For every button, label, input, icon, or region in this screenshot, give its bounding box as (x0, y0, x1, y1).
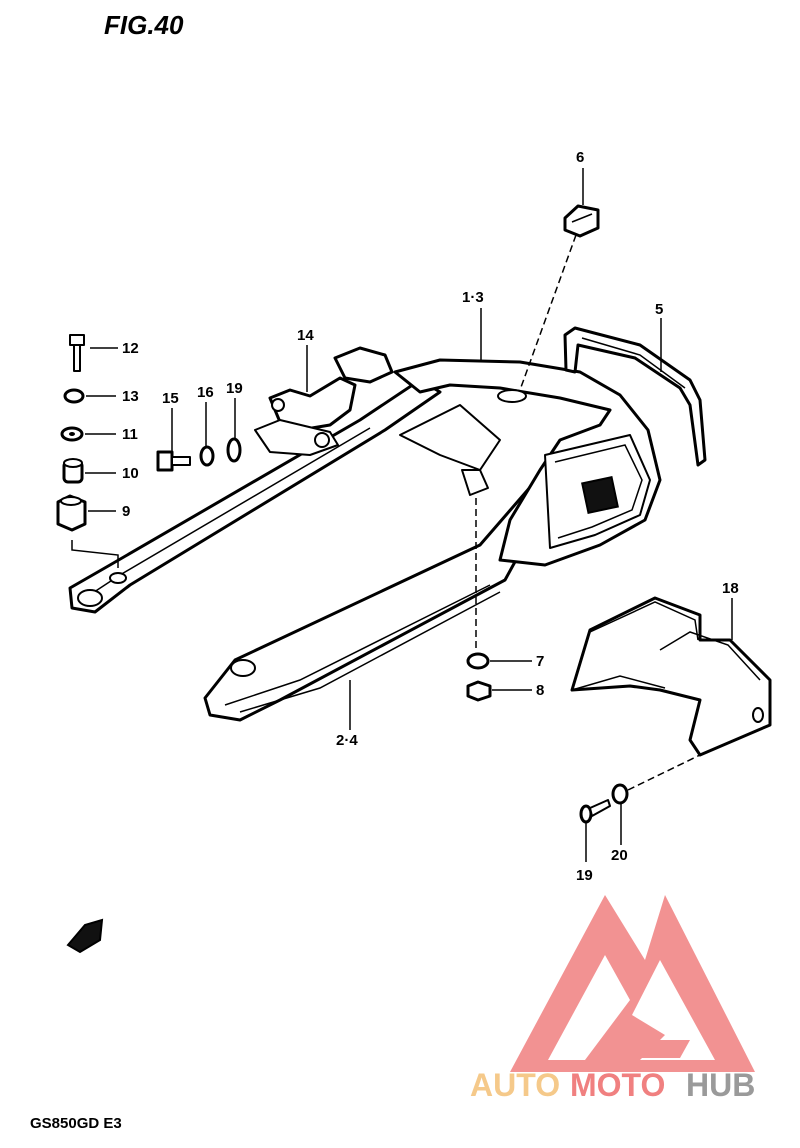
callout-15: 15 (162, 390, 179, 407)
callout-13: 13 (122, 388, 139, 405)
callout-12: 12 (122, 340, 139, 357)
callout-numbers: 6 1·3 5 14 12 13 11 10 9 15 16 19 7 8 2·… (122, 149, 739, 884)
nut-7 (466, 652, 490, 670)
washer-13 (63, 388, 85, 404)
leader-lines (71, 168, 733, 862)
callout-9: 9 (122, 503, 130, 520)
direction-arrow-icon (66, 918, 104, 954)
seat-rail-left-arm (68, 378, 442, 614)
callout-18: 18 (722, 580, 739, 597)
seat-lock-assembly (254, 346, 394, 456)
washer-20 (611, 783, 629, 805)
grab-bar (563, 326, 707, 467)
callout-7: 7 (536, 653, 544, 670)
callout-10: 10 (122, 465, 139, 482)
washer-19-left (226, 437, 242, 463)
screw-19-right (579, 799, 611, 824)
callout-20: 20 (611, 847, 628, 864)
watermark-text: AUTO MOTO HUB (470, 1067, 755, 1103)
watermark-hub: HUB (686, 1067, 755, 1103)
callout-5: 5 (655, 301, 663, 318)
callout-6: 6 (576, 149, 584, 166)
callout-14: 14 (297, 327, 314, 344)
callout-2-4: 2·4 (336, 732, 358, 749)
callout-19-right: 19 (576, 867, 593, 884)
model-code: GS850GD E3 (30, 1115, 122, 1132)
watermark-moto: MOTO (570, 1067, 665, 1103)
callout-1-3: 1·3 (462, 289, 484, 306)
washer-16 (199, 445, 215, 467)
rear-cover (570, 596, 772, 757)
cushion-9 (56, 494, 87, 532)
callout-19-left: 19 (226, 380, 243, 397)
watermark-logo (510, 895, 755, 1072)
cushion-rubber (563, 204, 600, 238)
tail-cowl (393, 358, 662, 567)
bolt-15 (156, 450, 191, 472)
spacer-10 (62, 458, 84, 484)
nut-8 (466, 680, 492, 702)
callout-16: 16 (197, 384, 214, 401)
washer-11 (60, 426, 84, 442)
figure-title: FIG.40 (104, 10, 184, 40)
bolt-12 (69, 334, 85, 372)
callout-8: 8 (536, 682, 544, 699)
watermark-auto: AUTO (470, 1067, 560, 1103)
callout-11: 11 (122, 426, 138, 443)
